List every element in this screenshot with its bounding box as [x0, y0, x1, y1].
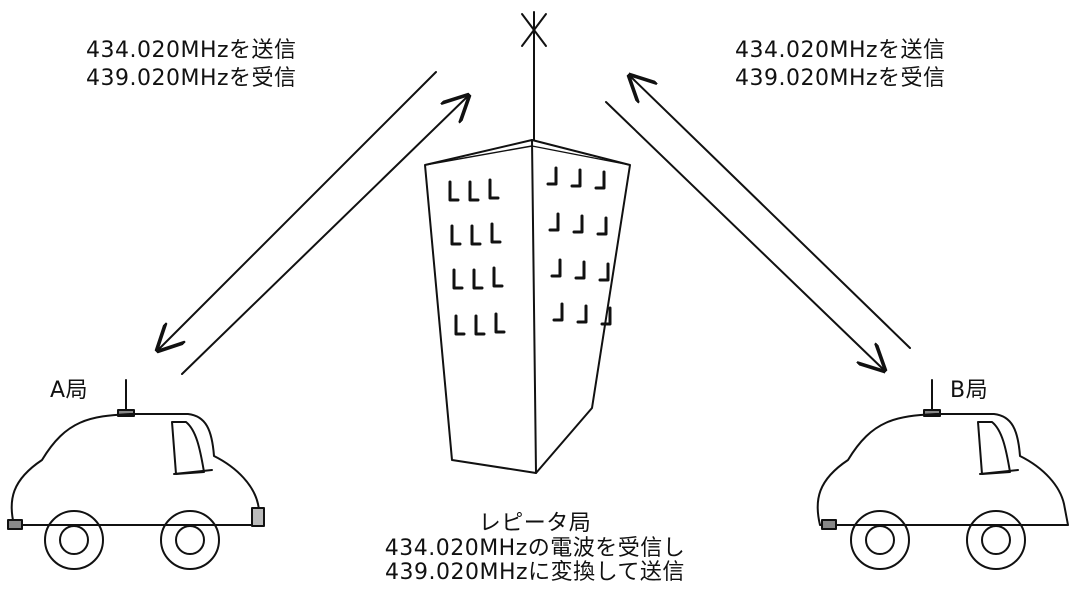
station-a-label: A局: [50, 378, 89, 403]
station-b-label: B局: [950, 378, 989, 403]
left-tx-label: 434.020MHzを送信: [86, 38, 297, 63]
arrow-icon: [181, 96, 468, 375]
arrow-icon: [605, 101, 884, 370]
arrow-icon: [158, 71, 437, 350]
right-rx-label: 439.020MHzを受信: [735, 66, 946, 91]
repeater-title: レピータ局: [478, 511, 592, 536]
car-icon: [816, 379, 1069, 570]
building-icon: [424, 139, 631, 474]
arrow-icon: [630, 76, 911, 349]
right-tx-label: 434.020MHzを送信: [735, 38, 946, 63]
repeater-line2: 439.020MHzに変換して送信: [385, 560, 685, 586]
repeater-description: レピータ局 434.020MHzの電波を受信し 439.020MHzに変換して送…: [330, 511, 740, 586]
repeater-line1: 434.020MHzの電波を受信し: [384, 535, 686, 561]
left-rx-label: 439.020MHzを受信: [86, 66, 297, 91]
car-icon: [7, 379, 265, 570]
antenna-icon: [521, 11, 547, 141]
